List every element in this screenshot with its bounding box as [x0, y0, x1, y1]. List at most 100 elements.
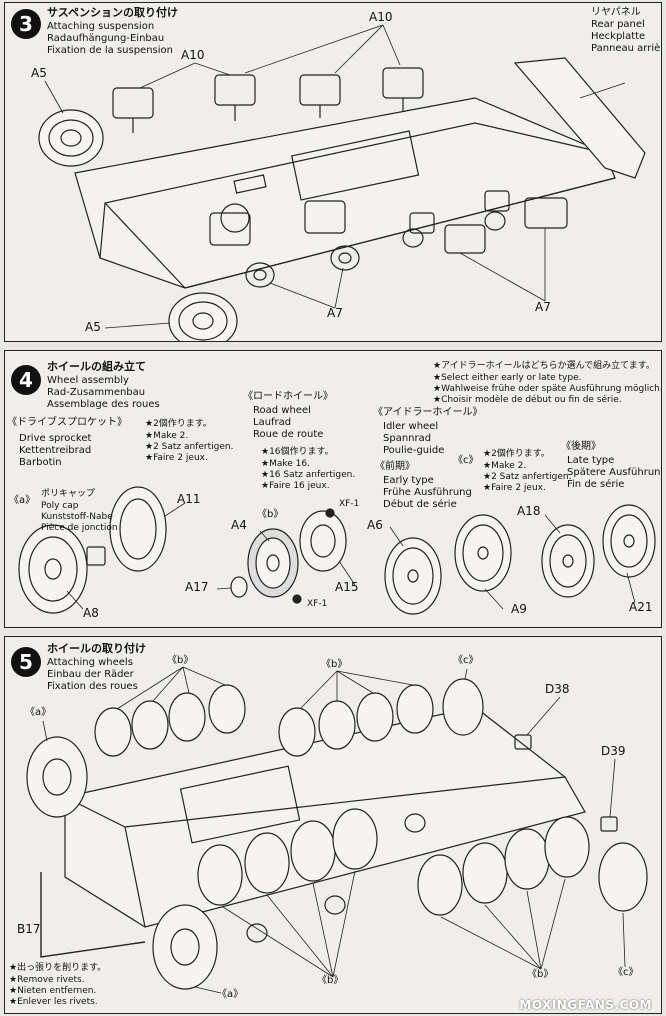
- idler-make-fr: ★Faire 2 jeux.: [483, 483, 546, 493]
- part-label-a5-bottom: A5: [85, 320, 101, 334]
- idler-note-fr: ★Choisir modèle de début ou fin de série…: [433, 395, 622, 405]
- part-label-a10-top: A10: [369, 10, 393, 24]
- part-label-b17: B17: [17, 922, 41, 936]
- rear-panel-label-en: Rear panel: [591, 19, 645, 30]
- step-title-de: Einbau der Räder: [47, 669, 134, 680]
- late-type-de: Spätere Ausführung: [567, 467, 662, 478]
- late-type-en: Late type: [567, 455, 615, 466]
- road-wheel-make-en: ★Make 16.: [261, 459, 310, 469]
- step-title-jp: ホイールの組み立て: [47, 360, 146, 373]
- marker-b-top-left: 《b》: [167, 655, 194, 666]
- rear-panel-label-de: Heckplatte: [591, 31, 646, 42]
- part-label-a8: A8: [83, 606, 99, 620]
- part-label-a6: A6: [367, 518, 383, 532]
- road-wheel-make-de: ★16 Satz anfertigen.: [261, 470, 356, 480]
- suspension-illustration: [38, 24, 646, 341]
- sprocket-title-en: Drive sprocket: [19, 433, 92, 444]
- step-title-en: Attaching suspension: [47, 21, 155, 32]
- polycap-de: Kunststoff-Nabe: [41, 512, 113, 522]
- site-watermark: MOXINGFANS.COM: [519, 998, 652, 1012]
- late-type-fr: Fin de série: [567, 479, 625, 490]
- early-type-en: Early type: [383, 475, 434, 486]
- part-label-a11: A11: [177, 492, 201, 506]
- road-wheel-title-en: Road wheel: [253, 405, 311, 416]
- marker-b: 《b》: [257, 509, 284, 520]
- step-title-de: Rad-Zusammenbau: [47, 387, 146, 398]
- part-label-d38: D38: [545, 682, 570, 696]
- part-label-a4: A4: [231, 518, 247, 532]
- polycap-en: Poly cap: [41, 501, 79, 511]
- road-wheel-title-fr: Roue de route: [253, 429, 324, 440]
- marker-c-top: 《c》: [453, 655, 479, 666]
- step-title-jp: サスペンションの取り付け: [47, 6, 179, 19]
- paint-label-xf1-top: XF-1: [339, 499, 360, 509]
- sprocket-title-jp: 《ドライブスプロケット》: [7, 417, 127, 428]
- part-label-a7-right: A7: [535, 300, 551, 314]
- wheel-fitting-illustration: [26, 666, 648, 994]
- idler-make-jp: ★2個作ります。: [483, 449, 550, 459]
- sprocket-make-en: ★Make 2.: [145, 431, 189, 441]
- step-number: 4: [11, 365, 41, 395]
- idler-title-en: Idler wheel: [383, 421, 439, 432]
- idler-make-en: ★Make 2.: [483, 461, 527, 471]
- wheel-assembly-illustration: [18, 486, 656, 615]
- step-title-jp: ホイールの取り付け: [47, 642, 146, 655]
- marker-b-bottom-right: 《b》: [527, 969, 554, 980]
- marker-b-bottom-left: 《b》: [317, 975, 344, 986]
- road-wheel-make-fr: ★Faire 16 jeux.: [261, 481, 330, 491]
- late-type-jp: 《後期》: [561, 441, 601, 452]
- idler-note-jp: ★アイドラーホイールはどちらか選んで組み立てます。: [433, 361, 655, 371]
- idler-note-en: ★Select either early or late type.: [433, 373, 582, 383]
- sprocket-make-fr: ★Faire 2 jeux.: [145, 453, 208, 463]
- part-label-a7-mid: A7: [327, 306, 343, 320]
- marker-c-bottom: 《c》: [613, 967, 639, 978]
- polycap-fr: Pièce de jonction: [41, 523, 118, 533]
- step-title-fr: Fixation des roues: [47, 681, 138, 692]
- sprocket-make-jp: ★2個作ります。: [145, 419, 212, 429]
- early-type-de: Frühe Ausführung: [383, 487, 472, 498]
- sprocket-title-fr: Barbotin: [19, 457, 62, 468]
- marker-b-top-mid: 《b》: [321, 659, 348, 670]
- step-number: 5: [11, 647, 41, 677]
- part-label-d39: D39: [601, 744, 626, 758]
- marker-a: 《a》: [9, 495, 36, 506]
- step4-panel: 4 ホイールの組み立て Wheel assembly Rad-Zusammenb…: [4, 350, 662, 628]
- polycap-jp: ポリキャップ: [41, 489, 96, 499]
- road-wheel-make-jp: ★16個作ります。: [261, 447, 334, 457]
- part-label-a17: A17: [185, 580, 209, 594]
- rivets-note-fr: ★Enlever les rivets.: [9, 997, 98, 1007]
- sprocket-make-de: ★2 Satz anfertigen.: [145, 442, 234, 452]
- idler-make-de: ★2 Satz anfertigen.: [483, 472, 572, 482]
- step3-panel: 3 サスペンションの取り付け Attaching suspension Rada…: [4, 2, 662, 342]
- step-title-fr: Fixation de la suspension: [47, 45, 173, 56]
- part-label-a15: A15: [335, 580, 359, 594]
- step-title-en: Wheel assembly: [47, 375, 129, 386]
- part-label-a18: A18: [517, 504, 541, 518]
- part-label-a21: A21: [629, 600, 653, 614]
- idler-title-fr: Poulie-guide: [383, 445, 445, 456]
- early-type-jp: 《前期》: [375, 461, 415, 472]
- rivets-note-en: ★Remove rivets.: [9, 975, 85, 985]
- part-label-a9: A9: [511, 602, 527, 616]
- step-number: 3: [11, 9, 41, 39]
- road-wheel-title-jp: 《ロードホイール》: [243, 391, 333, 402]
- marker-a-left: 《a》: [25, 707, 52, 718]
- idler-title-jp: 《アイドラーホイール》: [373, 407, 483, 418]
- paint-label-xf1-bottom: XF-1: [307, 599, 328, 609]
- sprocket-title-de: Kettentreibrad: [19, 445, 92, 456]
- step-title-de: Radaufhängung-Einbau: [47, 33, 165, 44]
- rivets-note-de: ★Nieten entfernen.: [9, 986, 97, 996]
- step-title-fr: Assemblage des roues: [47, 399, 160, 410]
- rear-panel-label-fr: Panneau arrière: [591, 43, 661, 54]
- idler-note-de: ★Wahlweise frühe oder späte Ausführung m…: [433, 384, 662, 394]
- step5-panel: 5 ホイールの取り付け Attaching wheels Einbau der …: [4, 636, 662, 1014]
- road-wheel-title-de: Laufrad: [253, 417, 292, 428]
- marker-a-bottom: 《a》: [217, 989, 244, 1000]
- idler-title-de: Spannrad: [383, 433, 432, 444]
- part-label-a10-left: A10: [181, 48, 205, 62]
- part-label-a5-top: A5: [31, 66, 47, 80]
- rivets-note-jp: ★出っ張りを削ります。: [9, 963, 107, 973]
- marker-c: 《c》: [453, 455, 479, 466]
- step-title-en: Attaching wheels: [47, 657, 133, 668]
